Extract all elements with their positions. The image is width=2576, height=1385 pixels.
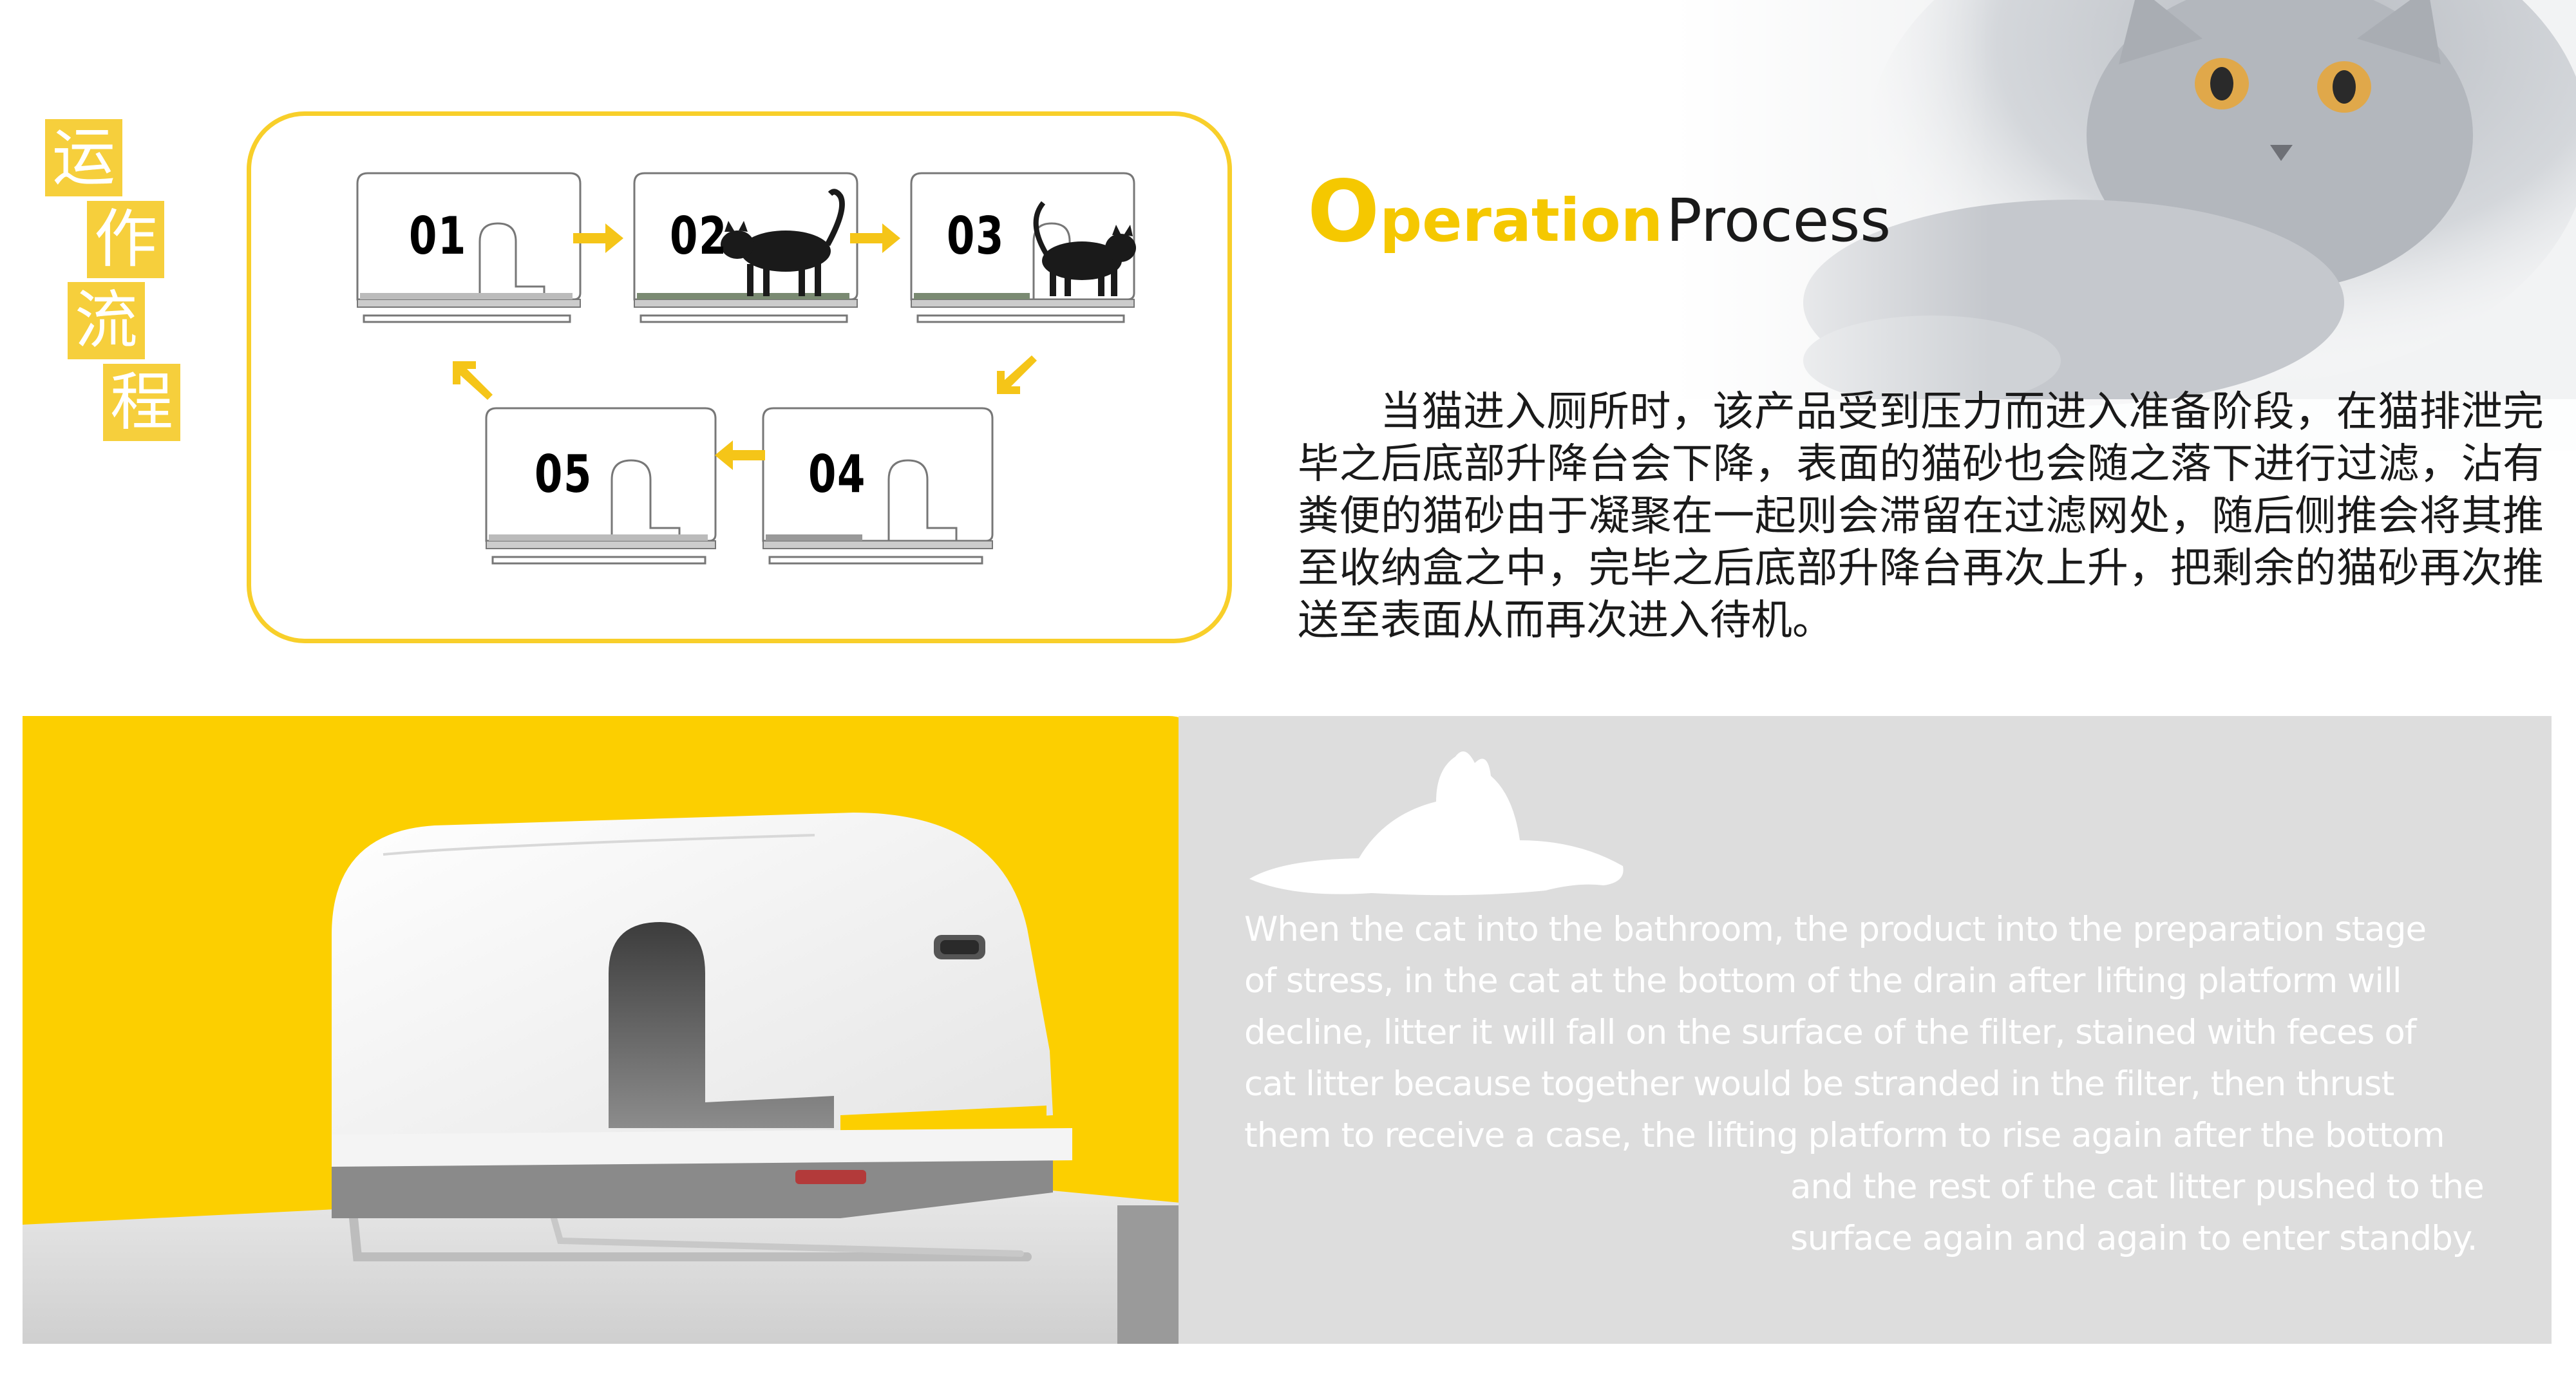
- litter-box-diagram: [633, 172, 858, 323]
- step-number: 02: [670, 206, 728, 266]
- step-number: 05: [535, 444, 592, 504]
- title-char-2: 作: [87, 201, 164, 278]
- process-step-5: 05: [480, 406, 718, 586]
- description-line: When the cat into the bathroom, the prod…: [1244, 910, 2427, 949]
- description-line: decline, litter it will fall on the surf…: [1244, 1013, 2416, 1052]
- heading-rest: Process: [1666, 186, 1891, 255]
- heading-accent-rest: peration: [1379, 186, 1663, 255]
- process-step-2: 02: [628, 171, 860, 344]
- title-char-1: 运: [45, 119, 122, 196]
- cat-silhouette-icon: [721, 189, 845, 296]
- step-number: 01: [409, 206, 467, 266]
- heading-accent-letter: O: [1307, 162, 1380, 261]
- description-line: cat litter because together would be str…: [1244, 1064, 2394, 1104]
- description-line: of stress, in the cat at the bottom of t…: [1244, 961, 2402, 1001]
- litter-box-diagram: [485, 407, 717, 565]
- description-english: When the cat into the bathroom, the prod…: [1244, 904, 2526, 1265]
- step-number: 04: [808, 444, 866, 504]
- step-number: 03: [947, 206, 1005, 266]
- arrow-right-icon: [850, 223, 900, 253]
- description-line: surface again and again to enter standby…: [1790, 1219, 2478, 1258]
- product-render-panel: [23, 716, 1208, 1344]
- process-step-4: 04: [757, 406, 995, 586]
- litter-box-render: [23, 813, 1208, 1344]
- cat-photo: [1674, 0, 2576, 451]
- arrow-right-icon: [573, 223, 623, 253]
- arrow-left-icon: [715, 440, 765, 470]
- process-step-3: 03: [905, 171, 1137, 344]
- arrow-up-left-icon: [453, 361, 493, 400]
- description-line: them to receive a case, the lifting plat…: [1244, 1116, 2445, 1155]
- title-char-4: 程: [103, 364, 180, 441]
- litter-box-diagram: [910, 172, 1136, 323]
- litter-box-diagram: [762, 407, 994, 565]
- cat-silhouette-icon: [1033, 201, 1136, 296]
- description-chinese: 当猫进入厕所时，该产品受到压力而进入准备阶段，在猫排泄完毕之后底部升降台会下降，…: [1298, 388, 2544, 645]
- section-heading: Operation Process: [1307, 162, 1891, 261]
- cat-silhouette-icon: [1249, 751, 1624, 896]
- litter-box-diagram: [356, 172, 582, 323]
- process-step-1: 01: [351, 171, 583, 344]
- arrow-down-left-icon: [997, 355, 1037, 394]
- description-line: and the rest of the cat litter pushed to…: [1790, 1167, 2485, 1207]
- title-char-3: 流: [68, 282, 145, 359]
